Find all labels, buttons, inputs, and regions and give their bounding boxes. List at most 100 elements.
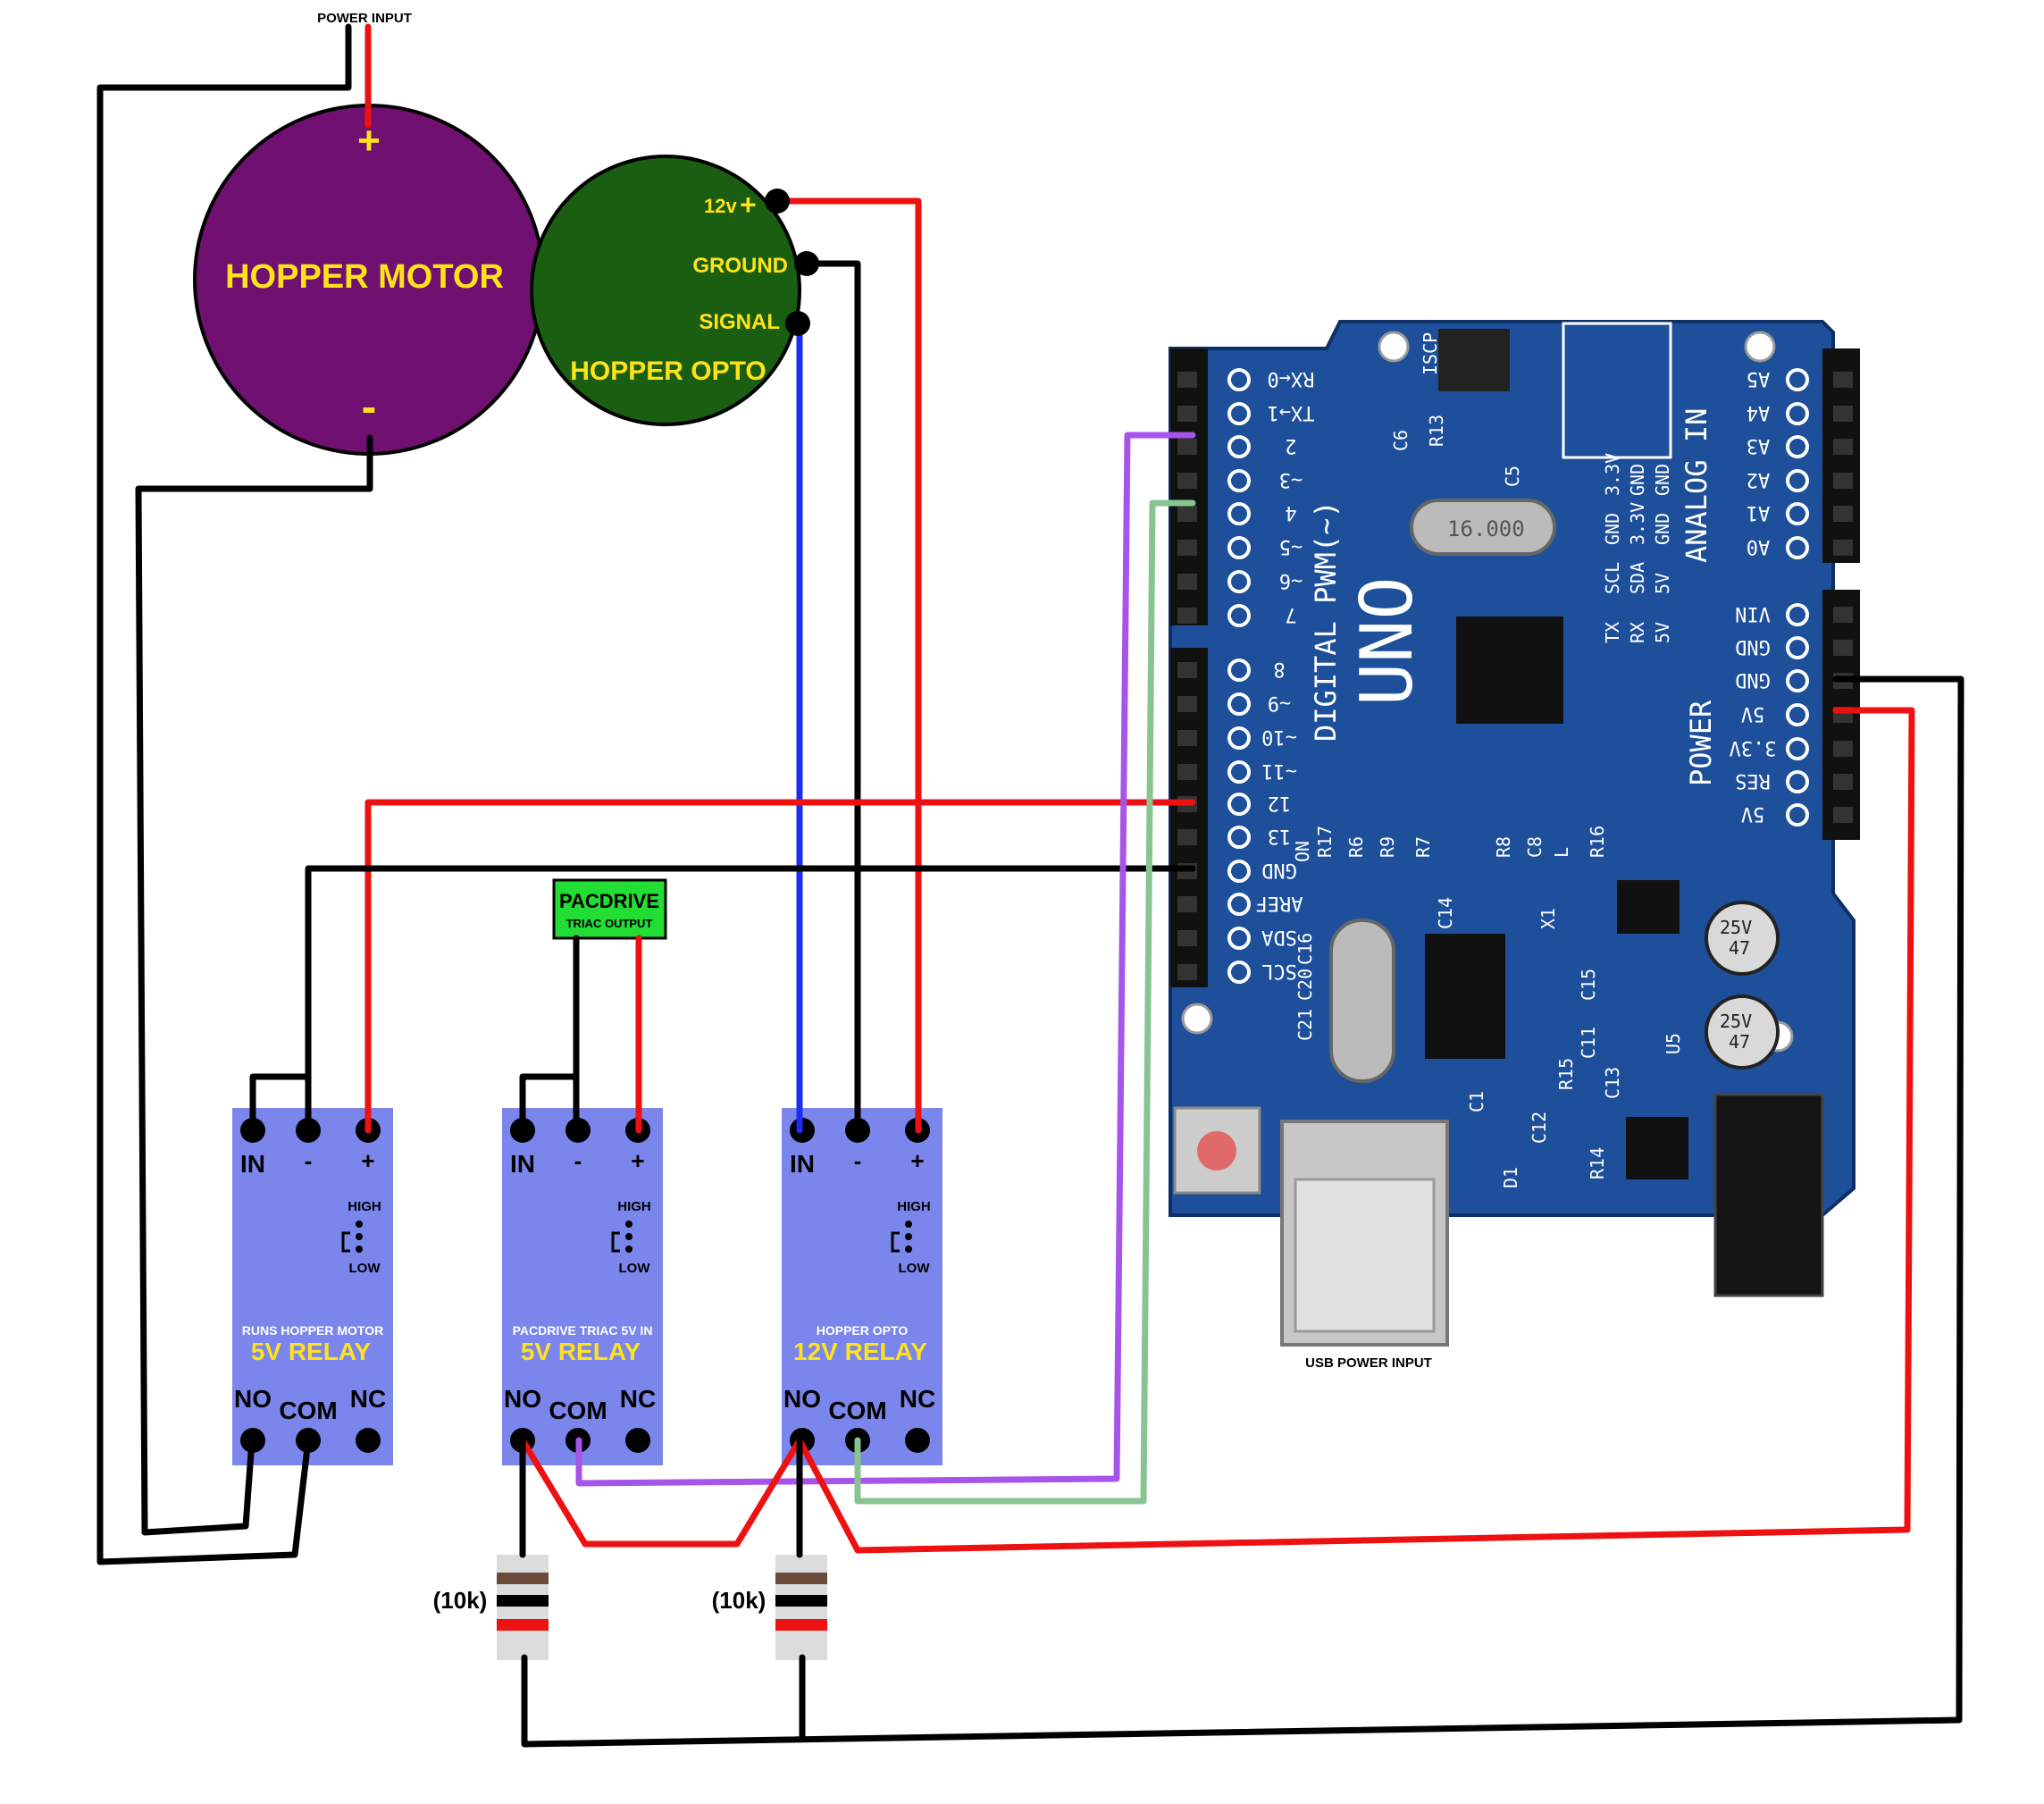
analog-pin-pad	[1786, 402, 1809, 425]
resistor-band-red	[497, 1619, 549, 1631]
wire-opto-12v	[774, 197, 922, 1134]
switch-dot	[356, 1221, 363, 1228]
digital-pin-pad	[1227, 604, 1251, 627]
digital-pin-label: 7	[1285, 603, 1296, 625]
digital-pin-label: ~3	[1279, 468, 1303, 491]
relay-caption: PACDRIVE TRIAC 5V IN	[513, 1323, 653, 1338]
header-socket	[1833, 774, 1853, 790]
component-label: C20	[1294, 969, 1316, 1001]
digital-pin-pad	[1227, 402, 1251, 425]
power-pin-pad	[1786, 803, 1809, 826]
component-label: R17	[1314, 826, 1336, 858]
resistor-body	[497, 1555, 549, 1660]
header-socket	[1177, 696, 1197, 712]
resistor-label: (10k)	[712, 1587, 766, 1614]
component-label: U5	[1663, 1033, 1684, 1054]
icsp-label: ISCP	[1420, 332, 1441, 375]
crystal-2	[1329, 919, 1395, 1083]
relay-low-label: LOW	[899, 1261, 931, 1276]
analog-pin-label: A0	[1747, 535, 1771, 558]
header-socket	[1833, 406, 1853, 422]
resistor-band-red	[775, 1619, 827, 1631]
wire-opto-ground	[805, 260, 861, 1134]
opto-ground-terminal	[794, 251, 819, 276]
reset-button-cap	[1197, 1131, 1236, 1171]
component-label: C15	[1578, 969, 1599, 1001]
mounting-hole	[1181, 1003, 1213, 1035]
switch-dot	[625, 1221, 632, 1228]
header-socket	[1177, 764, 1197, 780]
digital-pin-label: RX←0	[1268, 367, 1315, 390]
digital-pin-pad	[1227, 570, 1251, 593]
resistor-band-black	[497, 1595, 549, 1607]
component-label: R7	[1412, 836, 1434, 858]
header-socket	[1177, 930, 1197, 946]
relay-plus-label: +	[910, 1147, 924, 1174]
header-socket	[1177, 372, 1197, 388]
relay-spacer	[393, 1108, 502, 1465]
resistor-label: (10k)	[433, 1587, 488, 1614]
usb-chip	[1425, 934, 1505, 1059]
header-socket	[1833, 741, 1853, 757]
relay-nc-label: NC	[620, 1385, 656, 1413]
digital-pin-label: 12	[1268, 792, 1292, 814]
resistor: (10k)	[712, 1555, 827, 1660]
relay-low-label: LOW	[619, 1261, 651, 1276]
opto-signal-terminal	[785, 311, 810, 336]
component-label: C14	[1435, 897, 1456, 929]
relay-no-label: NO	[234, 1385, 272, 1413]
wire-gnd-relay1-minus	[305, 865, 1196, 1134]
opto-signal-label: SIGNAL	[699, 310, 780, 334]
digital-pin-pad	[1227, 469, 1251, 492]
wires	[96, 23, 1964, 1748]
switch-dot	[356, 1233, 363, 1240]
power-pin-label: 5V	[1741, 802, 1765, 825]
analog-pin-pad	[1786, 502, 1809, 525]
hopper-opto-body	[530, 155, 801, 426]
wire-motor-negative	[135, 434, 373, 1536]
cap-text: 47	[1729, 1031, 1750, 1053]
board-name: UNO	[1345, 577, 1428, 707]
hopper-opto-title: HOPPER OPTO	[570, 357, 766, 386]
wire-pin12-relay1-plus	[364, 799, 1196, 1134]
analog-label: ANALOG IN	[1680, 408, 1713, 563]
relay-in-label: IN	[790, 1150, 815, 1178]
digital-pin-label: ~5	[1279, 535, 1303, 558]
digital-pin-pad	[1227, 826, 1251, 849]
resistor-band-brown	[775, 1573, 827, 1584]
component-label: C13	[1602, 1067, 1623, 1099]
crystal-label: 16.000	[1447, 516, 1525, 541]
arduino-board: ISCP 16.000 25V 47 25V 47 DIGITAL	[1169, 320, 1860, 1347]
digital-pin-label: ~6	[1279, 569, 1303, 592]
switch-dot	[356, 1246, 363, 1253]
relay-com-label: COM	[549, 1397, 607, 1424]
pacdrive-triac-output: PACDRIVE TRIAC OUTPUT	[552, 878, 667, 940]
switch-dot	[625, 1233, 632, 1240]
component-label: C11	[1578, 1027, 1599, 1059]
connection-dots	[765, 189, 819, 336]
wire-pin3-relay3-com	[854, 499, 1196, 1505]
motor-minus-label: -	[362, 382, 377, 432]
component-label: ON	[1292, 841, 1313, 862]
analog-pin-pad	[1786, 368, 1809, 391]
header-socket	[1833, 640, 1853, 656]
digital-pin-label: TX→1	[1268, 401, 1315, 424]
digital-pin-label: ~9	[1268, 692, 1292, 714]
wire-gnd-resistors	[521, 675, 1964, 1748]
relay-no-label: NO	[504, 1385, 541, 1413]
resistor-band-black	[775, 1595, 827, 1607]
analog-pin-pad	[1786, 435, 1809, 458]
component-label: C5	[1502, 466, 1523, 487]
analog-pin-label: A2	[1747, 468, 1771, 491]
power-pin-pad	[1786, 603, 1809, 626]
digital-pin-pad	[1227, 760, 1251, 784]
component-label: C21	[1294, 1009, 1316, 1041]
header-socket	[1177, 608, 1197, 624]
icsp-col-label: GND	[1602, 513, 1623, 545]
icsp-col-label: 3.3V	[1627, 502, 1648, 545]
power-pin-label: RES	[1735, 769, 1771, 792]
wire-power-ground	[96, 23, 352, 1565]
analog-pin-pad	[1786, 536, 1809, 559]
icsp-col-label: GND	[1627, 464, 1648, 496]
